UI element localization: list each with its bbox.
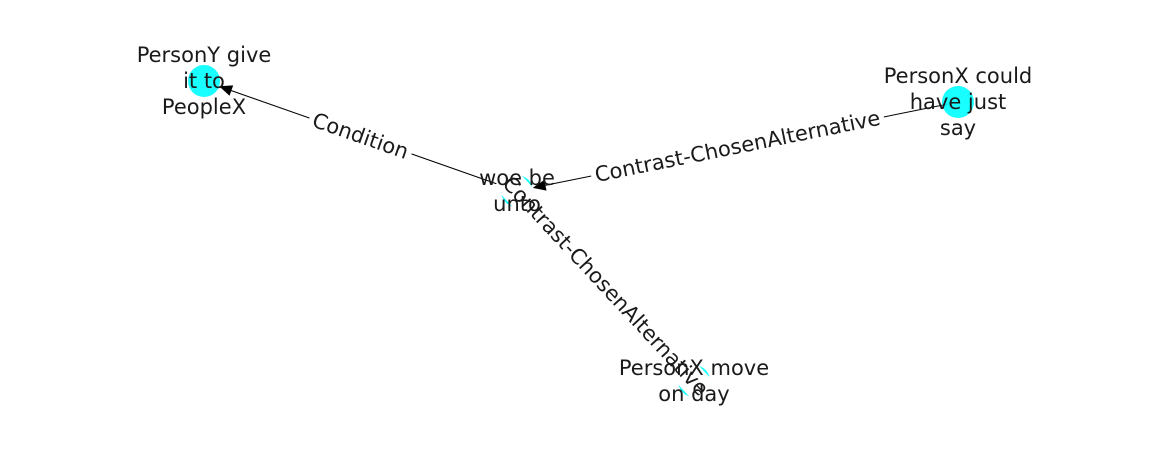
edge-label-bg-contrast-2 xyxy=(493,167,718,405)
edge-label-group-contrast-1: Contrast-ChosenAlternative xyxy=(588,103,887,190)
node-label-line: PersonY give xyxy=(137,43,272,67)
node-personx_say xyxy=(942,86,974,118)
node-label-line: have just xyxy=(910,90,1007,114)
node-persony xyxy=(188,65,220,97)
edge-label-bg-condition xyxy=(304,104,417,168)
edge-arrow-condition xyxy=(219,85,234,96)
node-label-line: PeopleX xyxy=(162,95,246,119)
edge-label-bg-contrast-1 xyxy=(588,103,887,190)
node-label-line: unto xyxy=(493,192,541,216)
node-label-line: on day xyxy=(658,382,729,406)
edge-label-contrast-1: Contrast-ChosenAlternative xyxy=(593,106,883,187)
node-label-line: it to xyxy=(183,69,225,93)
node-label-line: woe be xyxy=(479,166,555,190)
edge-arrow-contrast-1 xyxy=(532,179,547,191)
edge-label-group-condition: Condition xyxy=(304,104,417,168)
node-label-line: PersonX could xyxy=(884,64,1033,88)
node-label-line: PersonX move xyxy=(619,356,769,380)
edge-label-condition: Condition xyxy=(309,108,412,164)
node-label-line: say xyxy=(940,116,976,140)
